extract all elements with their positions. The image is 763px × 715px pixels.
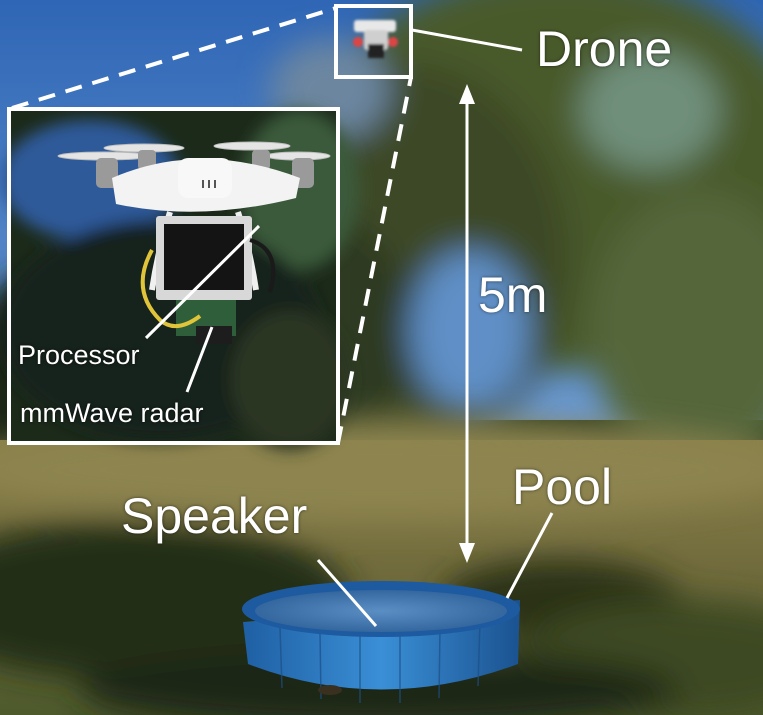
distance-arrowhead-up (459, 84, 475, 104)
radar-label: mmWave radar (20, 398, 204, 428)
distance-arrowhead-down (459, 543, 475, 563)
drone-closeup-image (0, 110, 360, 450)
processor-label: Processor (18, 340, 140, 370)
radar-pointer-line (185, 326, 214, 393)
pool-label: Pool (512, 459, 613, 515)
zoom-connector-left (11, 6, 337, 110)
drone-pointer-line (411, 28, 523, 52)
drone-highlight-frame (334, 4, 413, 79)
speaker-pointer-line (316, 559, 378, 627)
speaker-label: Speaker (121, 488, 308, 544)
inset-frame (7, 107, 340, 445)
zoom-connector-right (336, 76, 413, 444)
processor-pointer-line (144, 224, 261, 340)
distance-label: 5m (478, 267, 548, 323)
drone-distant-image (353, 20, 398, 58)
pool-image (242, 581, 520, 703)
drone-label: Drone (536, 21, 673, 77)
pool-pointer-line (505, 512, 554, 599)
